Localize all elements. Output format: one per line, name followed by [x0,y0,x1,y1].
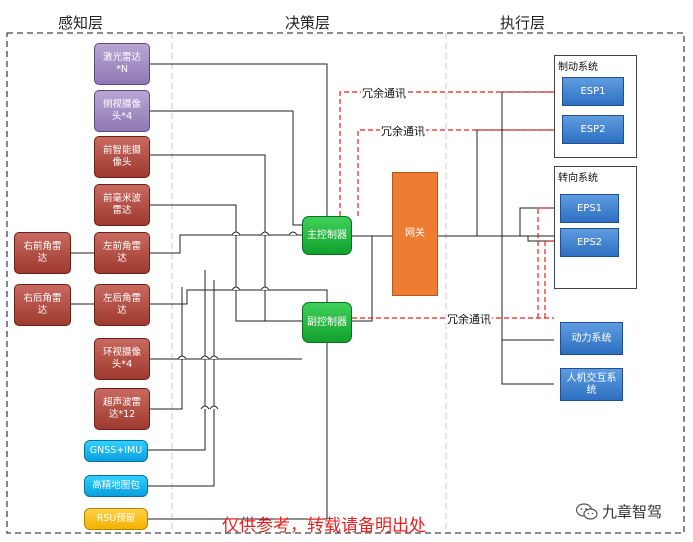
front-right-radar-node: 右前角雷 达 [14,232,71,274]
rear-right-radar-node: 右后角雷 达 [14,284,71,326]
sensor-wires [71,63,554,520]
hmi-system-node: 人机交互系 统 [560,368,623,401]
front-left-radar-node: 左前角雷 达 [94,232,150,274]
front-mmwave-radar-node: 前毫米波 雷达 [94,184,150,226]
eps1-node: EPS1 [560,194,619,223]
redundant-comm-label-1: 冗余通讯 [361,85,407,101]
front-camera-node: 前智能摄 像头 [94,136,150,178]
brand-mark: 九章智驾 [576,501,662,522]
sub-controller-node: 副控制器 [302,302,352,343]
redundant-comm-label-2: 冗余通讯 [380,123,426,139]
esp2-node: ESP2 [562,115,624,144]
crossing-hops [177,231,298,410]
side-camera-node: 侧视摄像 头*4 [94,90,150,132]
brand-name: 九章智驾 [602,503,663,521]
steering-system-panel [554,166,637,289]
ultrasonic-radar-node: 超声波雷 达*12 [94,388,150,430]
outer-frame [6,32,685,534]
gnss-imu-node: GNSS+IMU [84,440,148,462]
layer-title-execution: 执行层 [500,14,546,32]
surround-camera-node: 环视摄像 头*4 [94,338,150,380]
rsu-node: RSU预留 [84,508,148,530]
steering-system-title: 转向系统 [558,173,598,184]
layer-title-perception: 感知层 [58,14,104,32]
lidar-node: 激光雷达 *N [94,43,150,85]
gateway-node: 网关 [392,172,438,296]
layer-title-decision: 决策层 [285,14,331,32]
main-controller-node: 主控制器 [302,216,352,255]
eps2-node: EPS2 [560,228,619,257]
esp1-node: ESP1 [562,77,624,106]
watermark-text: 仅供参考，转载请备明出处 [222,516,426,536]
brake-system-title: 制动系统 [558,62,598,73]
rear-left-radar-node: 左后角雷 达 [94,284,150,326]
wechat-icon [576,502,598,520]
power-system-node: 动力系统 [560,322,623,355]
redundant-comm-label-3: 冗余通讯 [446,311,492,327]
hd-map-node: 高精地图包 [84,475,148,497]
